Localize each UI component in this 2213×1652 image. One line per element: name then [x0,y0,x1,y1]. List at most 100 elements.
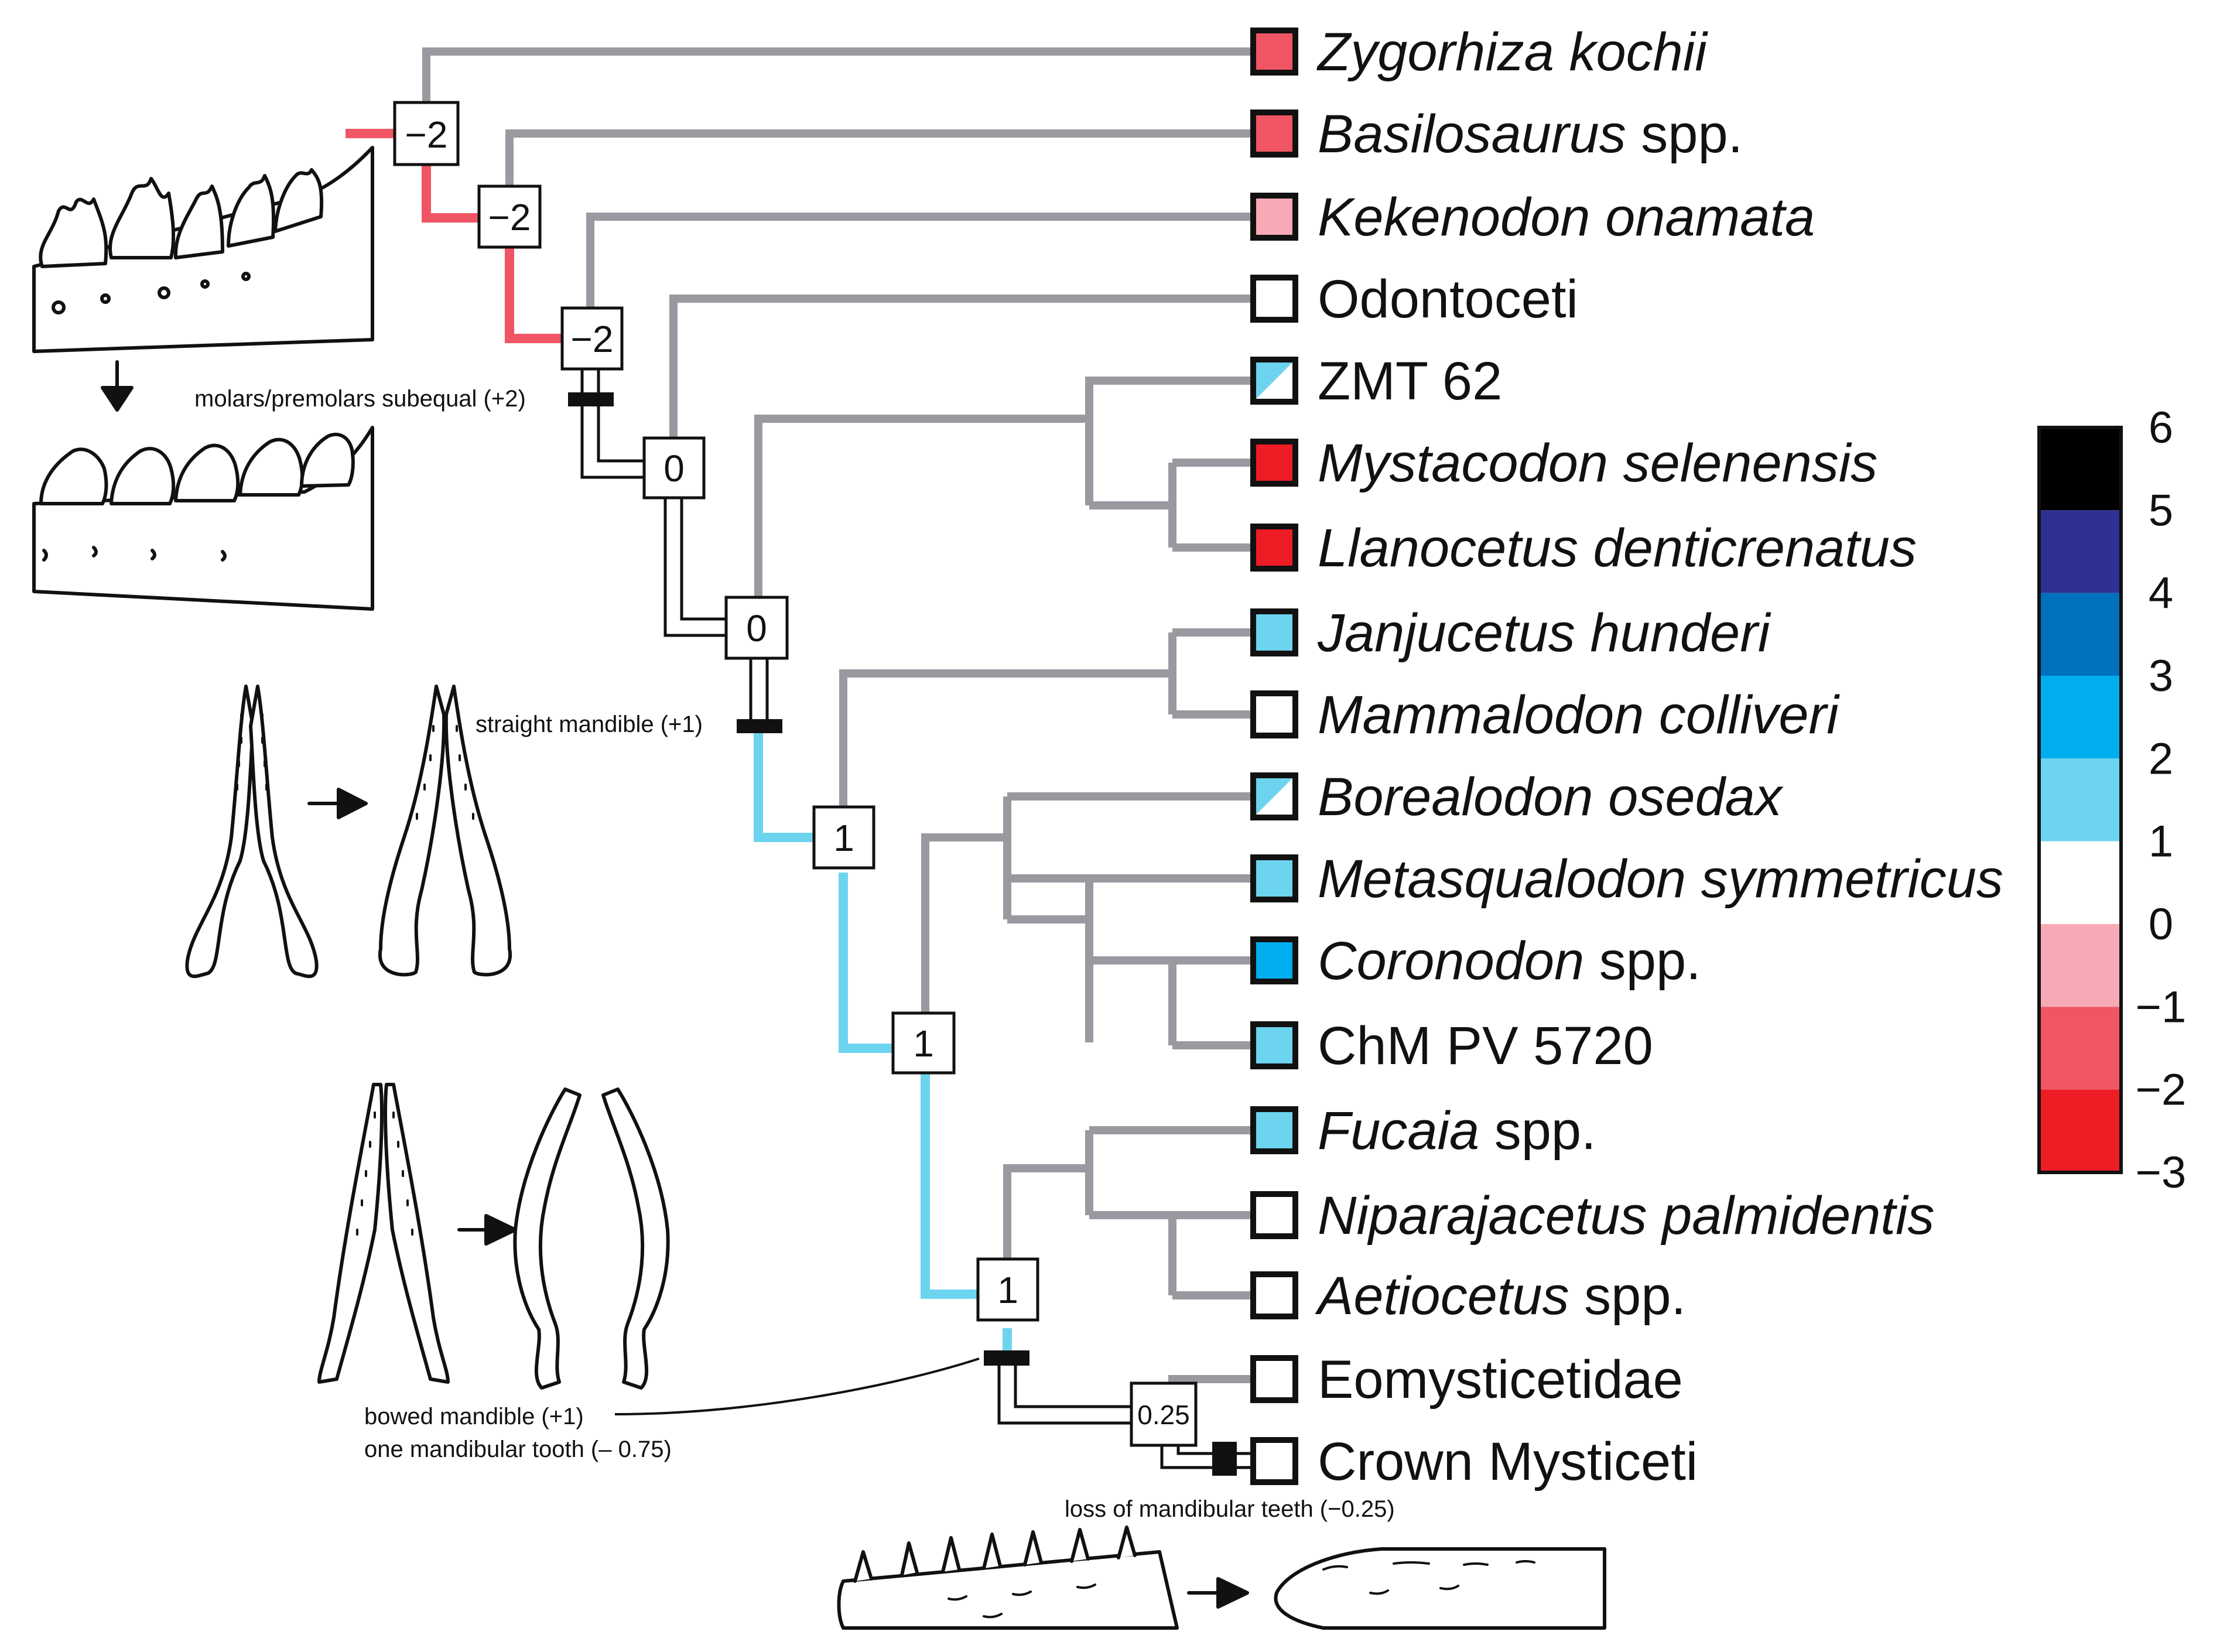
down-arrow-icon [101,360,134,412]
taxon-label-part: Niparajacetus palmidentis [1318,1186,1934,1246]
branch-clade-janjucetus [839,628,1253,817]
node-9: 0.25 [1130,1381,1198,1447]
right-arrow-icon-2 [457,1214,517,1246]
node-box [642,436,706,500]
taxon-square-border [1250,772,1298,820]
callout-line [614,1357,980,1415]
bar-molars [568,392,614,406]
char-label-bowed: bowed mandible (+1) [364,1404,584,1429]
taxon-square [1250,1271,1298,1319]
scale-band [2039,427,2121,511]
node-box [812,805,875,870]
negative-backbone [346,129,562,343]
node-value: 0.25 [1137,1400,1190,1430]
taxon-square-half [1253,775,1295,818]
taxon-row: Mystacodon selenensis [1250,433,1877,493]
taxon-row: Niparajacetus palmidentis [1250,1186,1934,1246]
v-mandible-after-icon [378,685,512,977]
scale-band [2039,1089,2121,1172]
branch-clade-zmt [754,415,1089,603]
node-value: 1 [997,1269,1018,1311]
scale-label: −2 [2136,1065,2187,1115]
branch-odontoceti [669,295,1253,442]
taxon-label-part: Llanocetus denticrenatus [1318,518,1917,578]
taxon-label: Crown Mysticeti [1318,1432,1698,1492]
double-branch-d [997,1364,1131,1425]
scale-border [2037,426,2123,1174]
taxon-label-part: Aetiocetus [1315,1266,1569,1326]
taxon-label: Odontoceti [1318,269,1578,329]
taxon-row: Crown Mysticeti [1250,1432,1698,1492]
taxon-square [1250,110,1298,158]
taxon-label: Coronodon spp. [1318,931,1701,991]
taxon-label: Aetiocetus spp. [1315,1266,1686,1326]
taxon-label-part: Fucaia [1318,1101,1479,1161]
scale-band [2039,841,2121,924]
node-boxes: −2 −2 −2 0 0 1 1 1 [393,101,1198,1447]
taxon-row: Mammalodon colliveri [1250,685,1840,745]
taxon-label-part: ZMT 62 [1318,351,1502,411]
taxon-square [1250,1355,1298,1403]
taxon-label-part: spp. [1626,104,1743,164]
taxon-square [1250,1437,1298,1485]
bowed-mandible-after-icon [513,1087,670,1390]
branch-coronodon-chm [1089,956,1253,1049]
toothless-jaw-after-icon [1274,1547,1606,1630]
taxon-label: Niparajacetus palmidentis [1318,1186,1934,1246]
taxon-label-part: ChM PV 5720 [1318,1016,1653,1076]
char-label-loss: loss of mandibular teeth (−0.25) [1065,1496,1395,1522]
branch-zygorhiza [422,47,1253,105]
node-5: 0 [724,596,789,660]
branch-nipara-aetio [1089,1211,1253,1299]
taxon-row: Borealodon osedax [1250,767,1784,827]
scale-band [2039,593,2121,676]
taxon-row: Aetiocetus spp. [1250,1266,1686,1326]
node-box [1130,1381,1198,1447]
taxon-label-part: Janjucetus hunderi [1317,603,1771,663]
taxon-label: Mystacodon selenensis [1318,433,1877,493]
taxon-row: Coronodon spp. [1250,931,1701,991]
taxon-label: Fucaia spp. [1318,1101,1596,1161]
taxon-label-part: Metasqualodon symmetricus [1318,849,2003,909]
branch-zmt62 [1085,377,1253,505]
taxon-label-part: Odontoceti [1318,269,1578,329]
scale-label: −1 [2136,982,2187,1032]
taxon-label: Janjucetus hunderi [1317,603,1771,663]
scale-label: 3 [2149,651,2173,701]
taxon-row: Janjucetus hunderi [1250,603,1771,663]
scale-band [2039,758,2121,842]
character-labels: molars/premolars subequal (+2) straight … [194,386,1395,1522]
taxon-row: ChM PV 5720 [1250,1016,1653,1076]
taxon-label: ZMT 62 [1318,351,1502,411]
taxon-row: ZMT 62 [1250,351,1502,411]
taxon-label-part: Basilosaurus [1318,104,1626,164]
node-box [393,101,460,166]
node-box [891,1011,956,1075]
branch-basilosaurus [505,129,1253,189]
taxon-label: Kekenodon onamata [1318,187,1815,247]
scale-band [2039,676,2121,759]
taxon-label: ChM PV 5720 [1318,1016,1653,1076]
subequal-dentition-after-icon [32,426,374,611]
branch-kekenodon [586,213,1253,310]
node-box [477,184,542,249]
node-box [560,306,624,371]
node-box [724,596,789,660]
scale-label: 6 [2149,403,2173,453]
scale-label: 5 [2149,485,2173,535]
taxon-label-part: spp. [1569,1266,1686,1326]
scale-label: 1 [2149,817,2173,867]
taxon-row: Metasqualodon symmetricus [1250,849,2003,909]
double-branch-a [580,354,644,479]
node-value: −2 [405,114,448,156]
taxon-row: Odontoceti [1250,269,1578,329]
node-4: 0 [642,436,706,500]
node-box [976,1257,1039,1322]
character-bars [568,392,1237,1476]
scale-band [2039,924,2121,1007]
branch-mystacodon-llanocetus [1089,459,1253,552]
scale-band [2039,510,2121,593]
bar-loss [1212,1442,1237,1476]
